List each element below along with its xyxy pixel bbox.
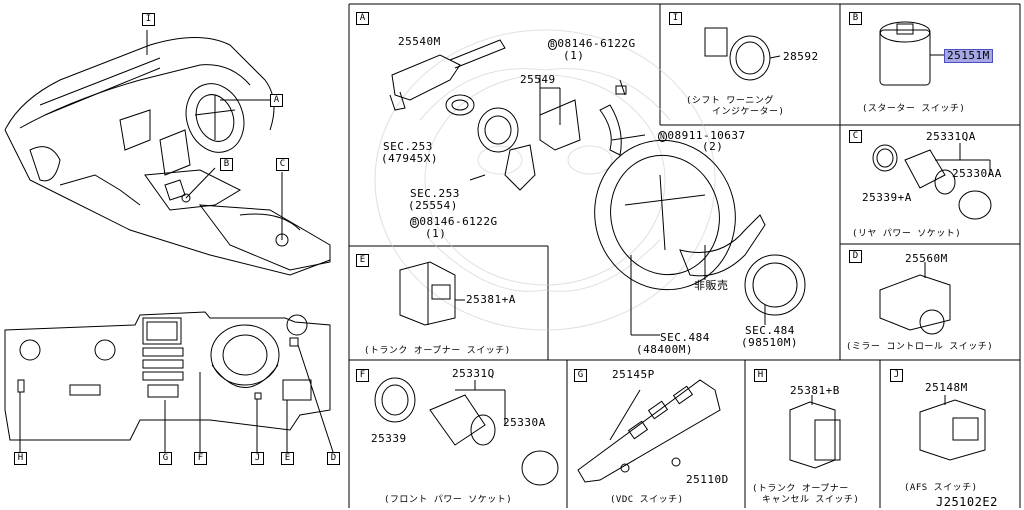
part-25381b: 25381+B (790, 384, 840, 397)
part-25151m-highlighted[interactable]: 25151M (944, 49, 993, 63)
part-25148m: 25148M (925, 381, 968, 394)
section-a-parts (389, 39, 806, 336)
section-b-caption: (スターター スイッチ) (862, 104, 966, 114)
callout-g: G (159, 452, 172, 465)
section-e-part (399, 261, 465, 326)
section-e-tag: E (356, 254, 369, 267)
section-h-part (789, 395, 841, 469)
part-25330aa: 25330AA (952, 167, 1002, 180)
callout-e: E (281, 452, 294, 465)
part-25110d: 25110D (686, 473, 729, 486)
section-g-tag: G (574, 369, 587, 382)
callout-h: H (14, 452, 27, 465)
nut-prefix: N (658, 131, 668, 142)
part-28592: 28592 (783, 50, 819, 63)
watermark-emblem (374, 29, 716, 331)
callout-d: D (327, 452, 340, 465)
section-j-part (919, 395, 986, 461)
section-g-parts (577, 379, 721, 483)
callout-b: B (220, 158, 233, 171)
bolt-1-qty: (1) (563, 49, 585, 62)
section-h-tag: H (754, 369, 767, 382)
part-25560m: 25560M (905, 252, 948, 265)
part-25339: 25339 (371, 432, 407, 445)
callout-a: A (270, 94, 283, 107)
section-i-caption-2: インジケーター) (712, 107, 785, 117)
section-e-caption: (トランク オープナー スイッチ) (364, 346, 511, 356)
section-f-caption: (フロント パワー ソケット) (384, 495, 513, 505)
part-25381a: 25381+A (466, 293, 516, 306)
section-i-tag: I (669, 12, 682, 25)
section-b-part (879, 21, 945, 86)
section-g-caption: (VDC スイッチ) (610, 495, 684, 505)
sec-253-a: SEC.253 (383, 140, 433, 153)
bolt-2-prefix: B (410, 217, 420, 228)
section-j-caption: (AFS スイッチ) (904, 483, 978, 493)
sec-253-b: SEC.253 (410, 187, 460, 200)
nut-number: 08911-10637 (667, 129, 746, 142)
section-f-tag: F (356, 369, 369, 382)
section-c-tag: C (849, 130, 862, 143)
sec-484-b-sub: (98510M) (741, 336, 798, 349)
bolt-2-number: 08146-6122G (419, 215, 498, 228)
callout-c: C (276, 158, 289, 171)
diagram-code: J25102E2 (936, 495, 998, 509)
section-j-tag: J (890, 369, 903, 382)
nut-qty: (2) (702, 140, 724, 153)
callout-i: I (142, 13, 155, 26)
part-25331qa: 25331QA (926, 130, 976, 143)
interior-perspective (4, 30, 331, 276)
part-25145p: 25145P (612, 368, 655, 381)
section-i-caption-1: (シフト ワーニング (686, 96, 774, 106)
section-c-caption: (リヤ パワー ソケット) (852, 229, 962, 239)
section-b-tag: B (849, 12, 862, 25)
part-25540m: 25540M (398, 35, 441, 48)
part-25331q: 25331Q (452, 367, 495, 380)
sec-484-b: SEC.484 (745, 324, 795, 337)
panel-borders (348, 3, 1021, 508)
section-f-parts (374, 377, 559, 486)
bolt-1-prefix: B (548, 39, 558, 50)
callout-j: J (251, 452, 264, 465)
section-a-tag: A (356, 12, 369, 25)
dashboard-elevation (4, 311, 334, 453)
bolt-2-qty: (1) (425, 227, 447, 240)
section-c-parts (872, 143, 992, 220)
part-25330a: 25330A (503, 416, 546, 429)
sec-253-a-sub: (47945X) (381, 152, 438, 165)
section-i-part (704, 27, 781, 81)
sec-484-a: SEC.484 (660, 331, 710, 344)
sec-253-b-sub: (25554) (408, 199, 458, 212)
sec-484-a-sub: (48400M) (636, 343, 693, 356)
callout-f: F (194, 452, 207, 465)
part-25339a: 25339+A (862, 191, 912, 204)
section-h-caption-2: キャンセル スイッチ) (762, 495, 860, 505)
not-sold-label: 非販売 (694, 279, 729, 292)
section-d-tag: D (849, 250, 862, 263)
section-d-caption: (ミラー コントロール スイッチ) (846, 342, 994, 352)
bolt-1-number: 08146-6122G (557, 37, 636, 50)
part-25549: 25549 (520, 73, 556, 86)
section-d-part (879, 262, 951, 335)
section-h-caption-1: (トランク オープナー (752, 484, 849, 494)
